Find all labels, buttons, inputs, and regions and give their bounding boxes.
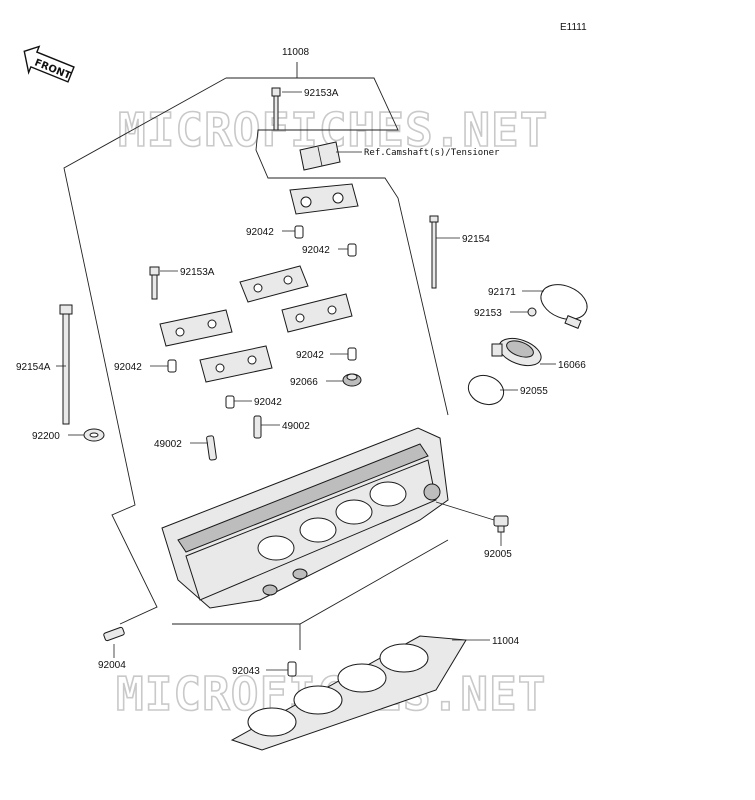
label-49002-b: 49002 <box>282 421 310 432</box>
label-92043: 92043 <box>232 666 260 677</box>
bolt-92154 <box>429 215 439 289</box>
dowel-92042-b <box>347 243 357 257</box>
plug-92066 <box>342 373 362 387</box>
fitting-16066 <box>491 337 542 367</box>
label-ref-camshaft: Ref.Camshaft(s)/Tensioner <box>364 148 500 158</box>
label-92042-a: 92042 <box>246 227 274 238</box>
guide-49002-a <box>206 435 217 461</box>
bolt-92153a-top <box>271 87 281 131</box>
label-92200: 92200 <box>32 431 60 442</box>
label-92055: 92055 <box>520 386 548 397</box>
guide-49002-b <box>253 415 262 439</box>
label-92154a: 92154A <box>16 362 51 373</box>
label-16066: 16066 <box>558 360 586 371</box>
label-92042-c: 92042 <box>114 362 142 373</box>
dowel-92042-e <box>225 395 235 409</box>
sensor-92005 <box>493 515 509 533</box>
label-92042-b: 92042 <box>302 245 330 256</box>
label-11008: 11008 <box>282 47 310 58</box>
cam-cap-3 <box>281 293 353 333</box>
label-49002-a: 49002 <box>154 439 182 450</box>
cam-cap-top <box>289 183 359 215</box>
label-92042-e: 92042 <box>254 397 282 408</box>
dowel-92042-a <box>294 225 304 239</box>
diagram-code: E1111 <box>560 22 587 33</box>
label-92042-d: 92042 <box>296 350 324 361</box>
tensioner-bracket <box>299 141 341 171</box>
label-92005: 92005 <box>484 549 512 560</box>
cam-cap-1 <box>239 265 309 303</box>
washer-92200 <box>83 428 105 442</box>
front-arrow-icon: FRONT <box>23 45 75 83</box>
cylinder-head <box>161 427 449 609</box>
cam-cap-2 <box>159 309 233 347</box>
label-92153a-mid: 92153A <box>180 267 215 278</box>
label-92154: 92154 <box>462 234 490 245</box>
dowel-92042-d <box>347 347 357 361</box>
leader-lines <box>56 91 556 671</box>
stud-92004 <box>103 626 125 642</box>
cam-cap-4 <box>199 345 273 383</box>
label-92066: 92066 <box>290 377 318 388</box>
label-92153: 92153 <box>474 308 502 319</box>
bolt-92153a-mid <box>149 266 160 300</box>
dowel-92042-c <box>167 359 177 373</box>
bolt-92153 <box>527 307 537 317</box>
label-92004: 92004 <box>98 660 126 671</box>
assembly-frame <box>63 62 449 650</box>
label-92153a-top: 92153A <box>304 88 339 99</box>
head-gasket-11004 <box>230 635 467 751</box>
dowel-92043 <box>287 661 297 677</box>
o-ring-92055 <box>467 374 505 406</box>
label-92171: 92171 <box>488 287 516 298</box>
clamp-92171 <box>540 284 588 329</box>
label-11004: 11004 <box>492 636 520 647</box>
part-labels: 11008 92153A Ref.Camshaft(s)/Tensioner 9… <box>16 47 586 677</box>
bolt-92154a <box>59 304 73 425</box>
